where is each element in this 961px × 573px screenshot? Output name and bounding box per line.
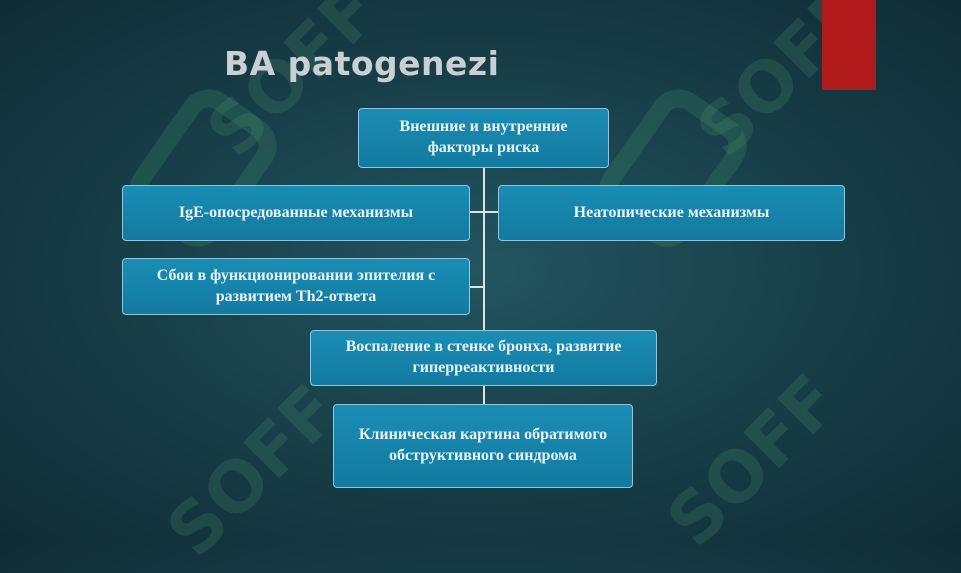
node-ige-mechanisms: IgE-опосредованные механизмы (122, 185, 470, 241)
node-bronchial-inflammation: Воспаление в стенке бронха, развитие гип… (310, 330, 657, 386)
slide-title: BA patogenezi (224, 44, 500, 83)
node-clinical-picture: Клиническая картина обратимого обструкти… (333, 404, 633, 488)
node-epithelium-dysfunction: Сбои в функционировании эпителия с разви… (122, 258, 470, 315)
accent-bar (822, 0, 876, 90)
node-non-atopic-mechanisms: Неатопические механизмы (498, 185, 845, 241)
node-risk-factors: Внешние и внутренние факторы риска (358, 108, 609, 168)
connector-lines (470, 168, 498, 404)
